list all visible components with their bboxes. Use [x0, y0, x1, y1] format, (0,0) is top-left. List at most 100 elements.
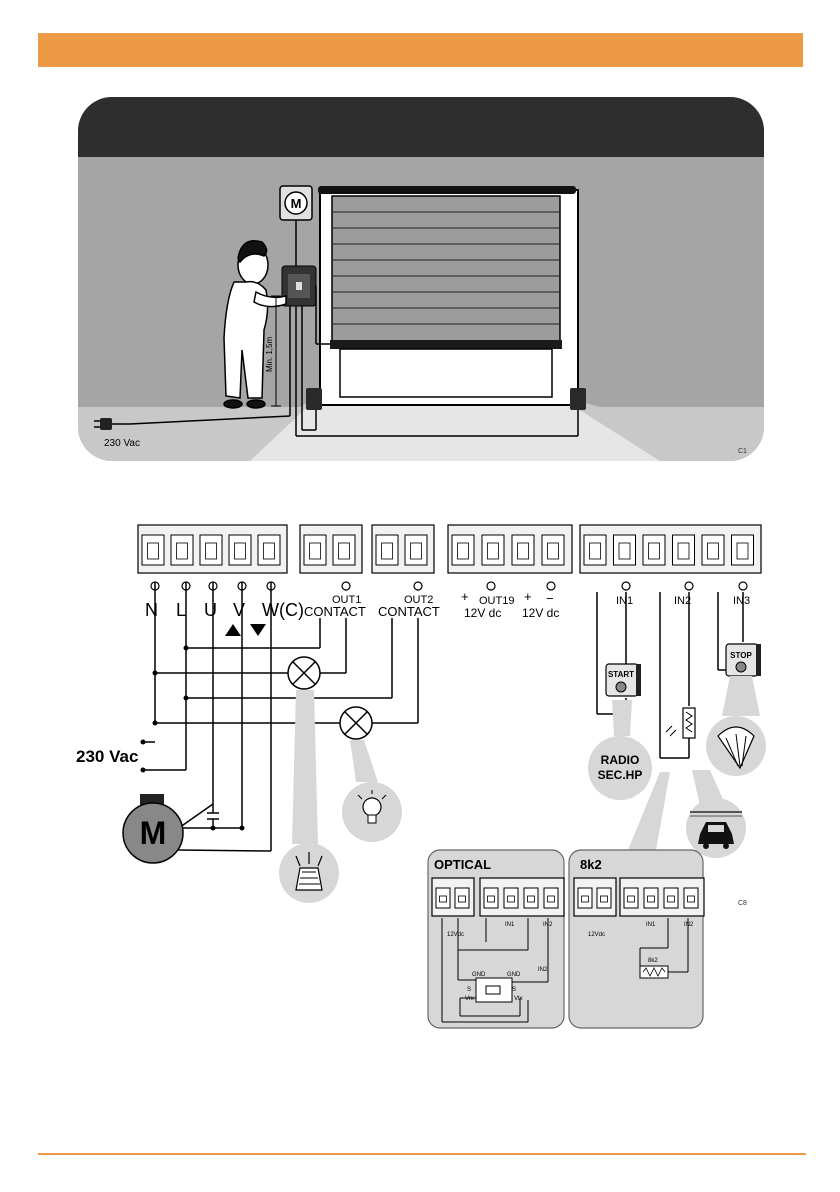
inset-gnd-right: GND [507, 972, 521, 978]
caption-12vdc-2: 12V dc [522, 606, 559, 620]
inset-resistor-title: 8k2 [580, 857, 602, 872]
terminal-slot [628, 896, 635, 902]
terminal-slot [440, 896, 447, 902]
terminal-slot [601, 896, 608, 902]
terminal-slot [668, 896, 675, 902]
terminal-slot [518, 543, 529, 559]
motor-label: M [291, 196, 302, 211]
terminal-label-in3: IN3 [733, 595, 750, 607]
terminal-slot [459, 896, 466, 902]
motor-symbol: M [123, 794, 183, 863]
terminal-label-plus-1: + [461, 589, 469, 604]
wiring-diagram: N L U V W(C) OUT1 CONTACT OUT2 CONTACT +… [0, 510, 840, 1040]
up-arrow-icon [225, 624, 241, 636]
terminal-label-n: N [145, 600, 158, 620]
inset-resistor-value: 8k2 [648, 958, 658, 964]
figure-code-c1: C1 [738, 448, 747, 455]
terminal-slot [382, 543, 393, 559]
height-label: Min. 1,5m [265, 337, 274, 372]
stop-button-label: STOP [730, 651, 752, 660]
terminal-label-w: W(C) [262, 600, 304, 620]
inset-terminals [432, 878, 704, 916]
terminal-contact [547, 582, 555, 590]
terminal-slot [582, 896, 589, 902]
terminal-label-l: L [176, 600, 186, 620]
terminal-slot [310, 543, 321, 559]
resistor-8k2 [640, 966, 668, 978]
terminal-contact [342, 582, 350, 590]
down-arrow-icon [250, 624, 266, 636]
light-beam-out2 [350, 740, 378, 782]
garage-door [318, 186, 578, 405]
flashing-light-icon [279, 843, 339, 903]
inset-s-right: S [512, 987, 516, 993]
terminal-slot [339, 543, 350, 559]
safety-edge-icon [706, 676, 766, 776]
inset-resistor [569, 850, 703, 1028]
motor-symbol-label: M [140, 815, 167, 851]
caption-contact-2: CONTACT [378, 604, 440, 619]
terminal-label-v: V [233, 600, 245, 620]
stop-button-icon: STOP [726, 644, 761, 676]
figure-code-c8: C8 [738, 900, 747, 907]
control-unit[interactable] [282, 266, 316, 306]
terminal-slot [488, 543, 499, 559]
car-sensor-icon [686, 770, 746, 858]
caption-contact-1: CONTACT [304, 604, 366, 619]
terminal-slot [488, 896, 495, 902]
radio-badge: RADIO SEC.HP [588, 700, 652, 800]
scene-header [78, 97, 764, 157]
inset-optical-12vdc: 12Vdc [447, 932, 464, 938]
inset-s-left: S [467, 987, 471, 993]
terminal-slot [590, 543, 601, 559]
caption-12vdc-1: 12V dc [464, 606, 501, 620]
light-beam-out1 [292, 690, 318, 844]
terminal-contact [487, 582, 495, 590]
terminal-slot [649, 543, 660, 559]
inset-resistor-12vdc: 12Vdc [588, 932, 605, 938]
power-input-label: 230 Vac [76, 747, 138, 766]
terminal-label-minus: − [546, 591, 554, 606]
inset-resistor-in2: IN2 [684, 922, 694, 928]
terminal-slot [411, 543, 422, 559]
radio-sublabel: SEC.HP [598, 768, 643, 782]
terminal-strip [138, 525, 761, 590]
lamp-symbol-out2 [340, 707, 372, 739]
start-button-icon: START [606, 664, 641, 696]
terminal-slot [548, 543, 559, 559]
terminal-slot [508, 896, 515, 902]
start-button-label: START [608, 670, 634, 679]
terminal-slot [648, 896, 655, 902]
terminal-slot [177, 543, 188, 559]
inset-vtx: Vtx [514, 996, 523, 1002]
inset-gnd-left: GND [472, 972, 486, 978]
terminal-slot [678, 543, 689, 559]
lamp-symbol-out1 [288, 657, 320, 689]
terminal-label-plus-2: + [524, 589, 532, 604]
terminal-label-in1: IN1 [616, 595, 633, 607]
inset-in2-wire: IN2 [538, 967, 548, 973]
terminal-slot [235, 543, 246, 559]
terminal-contact [622, 582, 630, 590]
terminal-slot [528, 896, 535, 902]
motor-unit: M [280, 186, 312, 220]
inset-optical-title: OPTICAL [434, 857, 491, 872]
radio-label: RADIO [601, 753, 640, 767]
inset-optical-in1: IN1 [505, 922, 515, 928]
inset-resistor-in1: IN1 [646, 922, 656, 928]
terminal-slot [206, 543, 217, 559]
photocell-right [570, 388, 586, 410]
terminal-contact [414, 582, 422, 590]
footer-line [38, 1153, 806, 1155]
terminal-contact [685, 582, 693, 590]
power-label: 230 Vac [104, 438, 140, 449]
terminal-slot [264, 543, 275, 559]
photocell-left [306, 388, 322, 410]
inset-vrx: Vrx [465, 996, 474, 1002]
terminal-slot [688, 896, 695, 902]
terminal-slot [619, 543, 630, 559]
terminal-slot [548, 896, 555, 902]
terminal-label-u: U [204, 600, 217, 620]
terminal-contact [739, 582, 747, 590]
light-bulb-icon [342, 782, 402, 842]
